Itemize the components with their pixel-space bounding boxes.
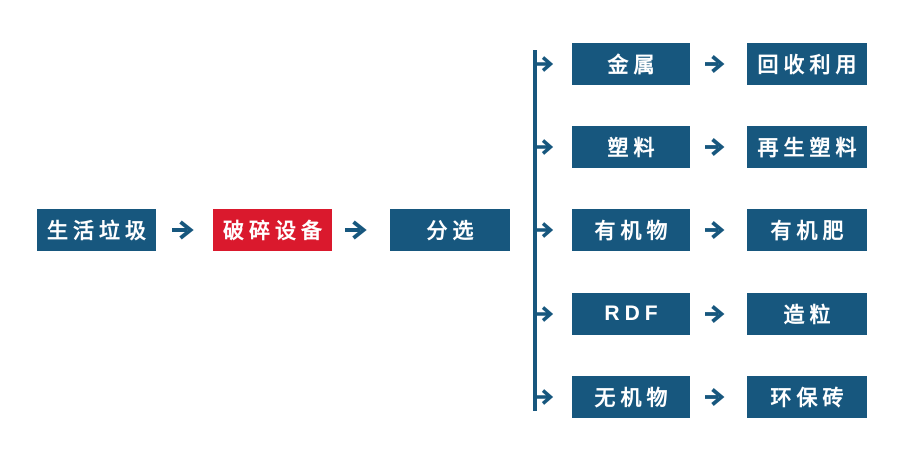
arrow-right-icon [705,305,725,323]
arrow-right-icon [536,389,554,405]
node-granulation: 造粒 [747,293,867,335]
node-recycling: 回收利用 [747,43,867,85]
arrow-right-icon [536,222,554,238]
node-eco-brick: 环保砖 [747,376,867,418]
branch-trunk-line [533,50,537,411]
node-sorting: 分选 [390,209,510,251]
node-rdf: RDF [572,293,690,335]
node-organic-fertilizer: 有机肥 [747,209,867,251]
arrow-right-icon [536,306,554,322]
node-metal: 金属 [572,43,690,85]
node-organic-matter: 有机物 [572,209,690,251]
arrow-right-icon [536,139,554,155]
arrow-right-icon [172,220,194,240]
arrow-right-icon [345,220,367,240]
node-recycled-plastic: 再生塑料 [747,126,867,168]
node-inorganic-matter: 无机物 [572,376,690,418]
node-household-waste: 生活垃圾 [37,209,156,251]
arrow-right-icon [705,388,725,406]
node-crushing-equipment: 破碎设备 [213,209,332,251]
arrow-right-icon [705,55,725,73]
node-plastic: 塑料 [572,126,690,168]
arrow-right-icon [705,221,725,239]
arrow-right-icon [536,56,554,72]
arrow-right-icon [705,138,725,156]
